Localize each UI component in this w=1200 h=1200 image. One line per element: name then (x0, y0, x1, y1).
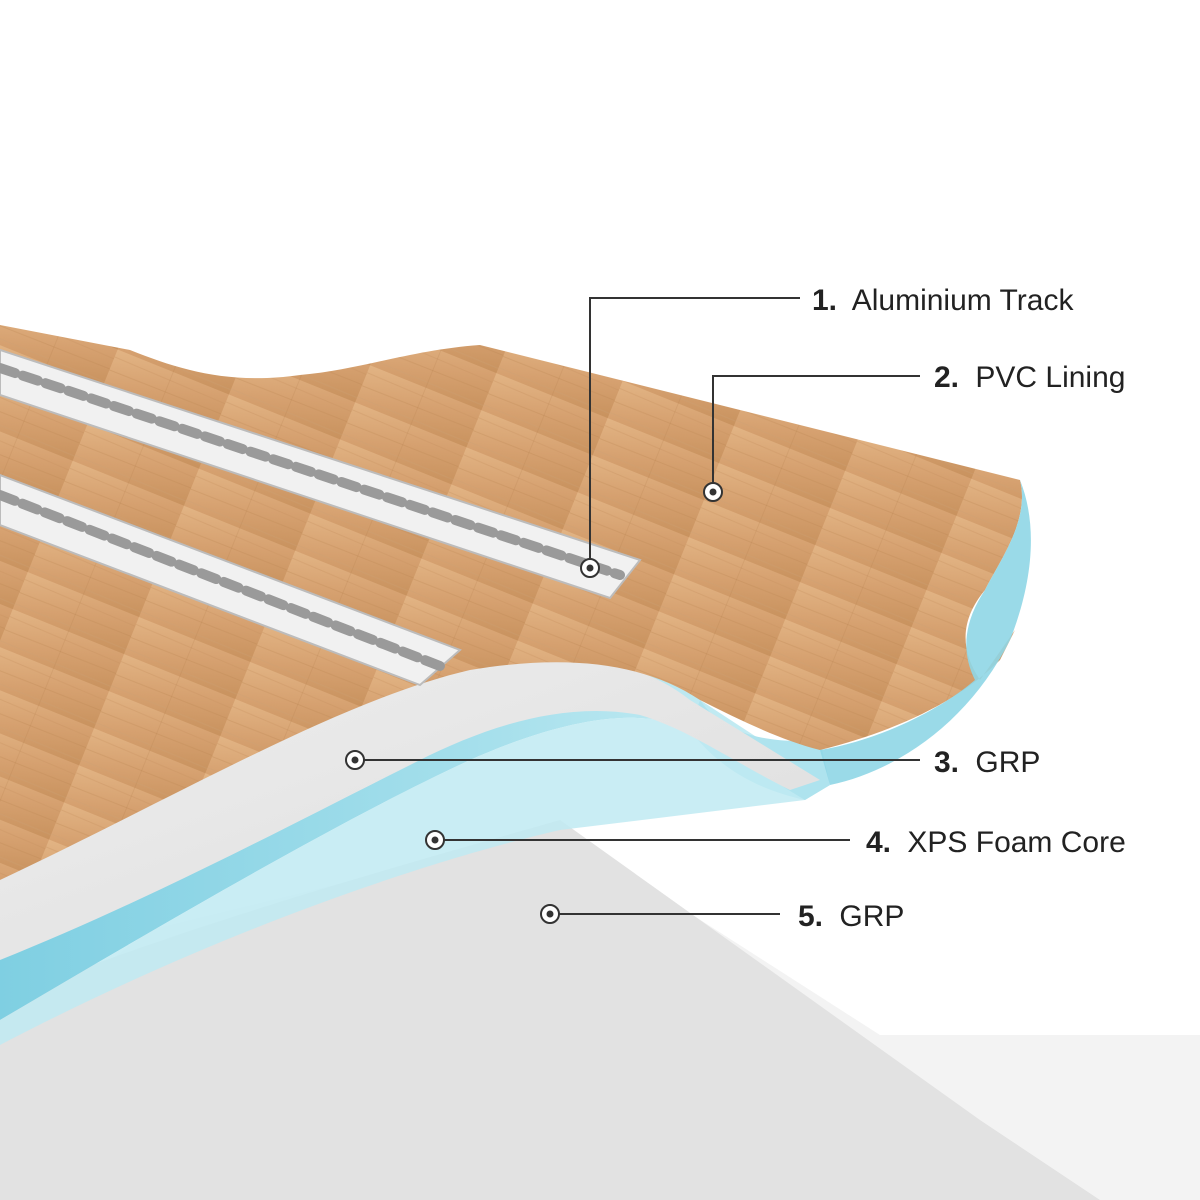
callout-lines (355, 297, 920, 915)
layer-pvc-edge (820, 480, 1031, 785)
callout-text-5: GRP (839, 900, 904, 933)
marker-5 (540, 904, 560, 924)
layer-foam-front (0, 717, 805, 1045)
callout-label-5: 5. GRP (798, 900, 904, 933)
aluminium-track-upper (0, 348, 642, 600)
callout-number-1: 1. (812, 284, 837, 317)
marker-4 (425, 830, 445, 850)
callout-label-1: 1. Aluminium Track (812, 284, 1074, 317)
callout-number-3: 3. (934, 746, 959, 779)
callout-number-5: 5. (798, 900, 823, 933)
callout-text-4: XPS Foam Core (907, 826, 1125, 859)
callout-text-3: GRP (975, 746, 1040, 779)
callout-label-2: 2. PVC Lining (934, 361, 1125, 394)
callout-label-3: 3. GRP (934, 746, 1040, 779)
marker-1 (580, 558, 600, 578)
callout-text-1: Aluminium Track (852, 284, 1075, 317)
callout-text-2: PVC Lining (975, 361, 1125, 394)
callout-line-2 (712, 375, 920, 492)
aluminium-track-lower (0, 473, 462, 687)
callout-line-1 (589, 297, 800, 568)
marker-3 (345, 750, 365, 770)
callout-number-4: 4. (866, 826, 891, 859)
marker-2 (703, 482, 723, 502)
callout-markers (345, 482, 723, 924)
callout-number-2: 2. (934, 361, 959, 394)
callout-label-4: 4. XPS Foam Core (866, 826, 1126, 859)
layer-grp-top (0, 657, 820, 960)
